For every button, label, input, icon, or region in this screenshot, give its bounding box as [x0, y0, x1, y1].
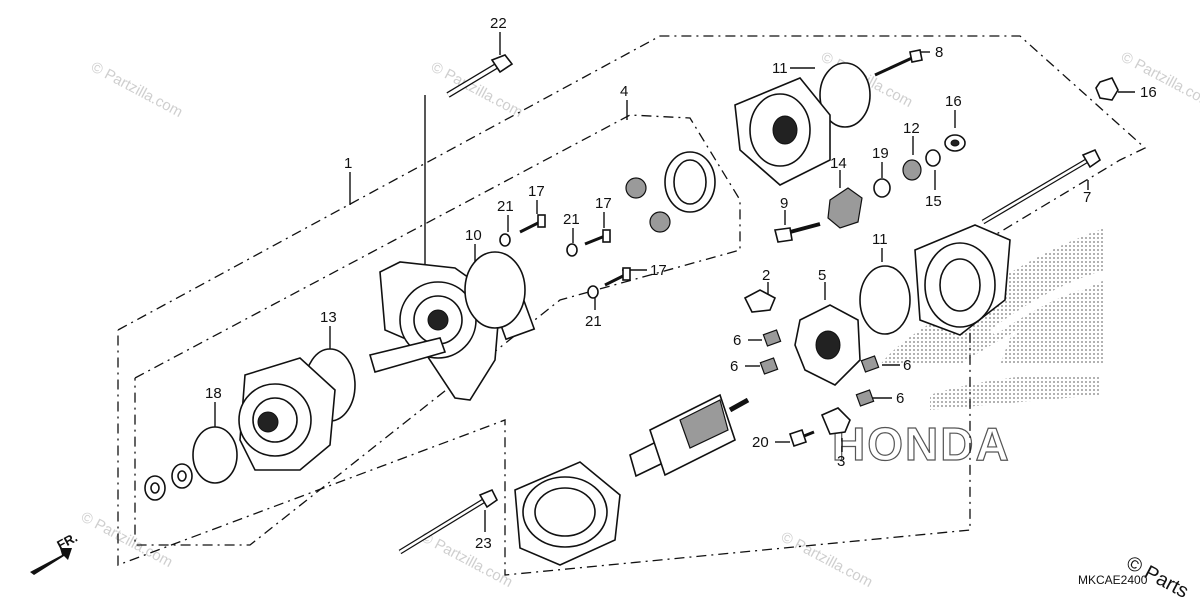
washer-19 — [873, 178, 891, 198]
callout-8: 8 — [935, 44, 943, 61]
callout-12: 12 — [903, 120, 920, 137]
reduction-gear-housing — [238, 357, 336, 471]
armature — [629, 393, 750, 478]
callout-2: 2 — [762, 267, 770, 284]
o-ring-18 — [192, 426, 238, 484]
direction-label: FR. — [54, 530, 80, 553]
callout-6: 6 — [903, 357, 911, 374]
armature-group — [398, 393, 750, 566]
arrow-left-icon — [30, 548, 72, 575]
insulator-14 — [827, 187, 863, 229]
screw-17 — [519, 214, 546, 234]
callout-14: 14 — [830, 155, 847, 172]
callout-9: 9 — [780, 195, 788, 212]
callout-6: 6 — [896, 390, 904, 407]
honda-wing-mark — [930, 375, 1100, 410]
planet-gear — [649, 211, 671, 233]
o-ring-11 — [819, 62, 871, 128]
callout-5: 5 — [818, 267, 826, 284]
watermark-text: © Partzilla.com — [778, 529, 875, 591]
watermark-text: © Partzilla.com — [88, 59, 185, 121]
screw-17 — [604, 267, 631, 287]
brush-spring — [759, 357, 779, 375]
callout-7: 7 — [1083, 189, 1091, 206]
front-bracket-group — [144, 54, 536, 501]
planet-gear — [625, 177, 647, 199]
watermark-text: © Partzilla.com — [418, 529, 515, 591]
callout-20: 20 — [752, 434, 769, 451]
callout-13: 13 — [320, 309, 337, 326]
callout-21: 21 — [585, 313, 602, 330]
diagram-code: MKCAE2400 — [1078, 573, 1148, 587]
brush-holder-group — [743, 289, 880, 448]
callout-18: 18 — [205, 385, 222, 402]
callout-21: 21 — [563, 211, 580, 228]
callout-3: 3 — [837, 453, 845, 470]
assembly-4-outline — [134, 114, 741, 546]
watermark-text: © Partzilla.com — [1118, 49, 1200, 111]
callout-10: 10 — [465, 227, 482, 244]
callout-21: 21 — [497, 198, 514, 215]
callout-6: 6 — [733, 332, 741, 349]
brush-spring — [855, 389, 875, 407]
callout-6: 6 — [730, 358, 738, 375]
output-shaft — [368, 337, 447, 373]
terminal-2 — [743, 289, 777, 313]
callout-17: 17 — [528, 183, 545, 200]
brush-spring — [762, 329, 782, 347]
callout-15: 15 — [925, 193, 942, 210]
bolt-22 — [446, 54, 514, 98]
watermark-text: © Partzilla.com — [428, 59, 525, 121]
washer-15 — [925, 149, 941, 167]
washer-12 — [902, 159, 922, 181]
screw-17 — [584, 229, 611, 246]
callout-11: 11 — [772, 60, 788, 77]
callout-16: 16 — [1140, 84, 1157, 101]
through-bolt-7 — [981, 148, 1102, 225]
cap-nut-16 — [1095, 77, 1119, 101]
honda-wordmark: HONDA — [832, 418, 1011, 470]
rear-housing — [914, 224, 1011, 336]
leader-lines — [214, 32, 1135, 532]
corner-watermark: © Parts — [1123, 552, 1192, 600]
o-ring-11 — [859, 265, 911, 335]
motor-yoke — [514, 461, 621, 566]
callout-4: 4 — [620, 83, 628, 100]
callout-19: 19 — [872, 145, 889, 162]
rear-cover-group — [734, 49, 1119, 336]
bolt-23 — [398, 488, 499, 555]
brush-holder-5 — [794, 304, 861, 386]
watermark-text: © Partzilla.com — [78, 509, 175, 571]
callout-17: 17 — [595, 195, 612, 212]
o-ring-10 — [464, 251, 526, 329]
callout-16: 16 — [945, 93, 962, 110]
planetary-group — [499, 151, 716, 299]
terminal-3 — [820, 407, 851, 435]
brush-spring — [860, 355, 880, 373]
screw-20 — [788, 428, 815, 448]
bolt-8 — [874, 49, 923, 77]
callout-23: 23 — [475, 535, 492, 552]
callout-22: 22 — [490, 15, 507, 32]
front-direction-indicator: FR. — [30, 530, 80, 575]
callout-11: 11 — [872, 231, 888, 248]
callout-labels: 1 2 3 4 5 6 6 6 6 7 8 9 10 11 11 12 13 1… — [205, 15, 1157, 552]
bolt-9 — [774, 222, 821, 243]
callout-17: 17 — [650, 262, 667, 279]
washer-21 — [587, 285, 599, 299]
washer-21 — [499, 233, 511, 247]
washer-21 — [566, 243, 578, 257]
commutator-end-cover — [734, 77, 831, 186]
callout-1: 1 — [344, 155, 352, 172]
